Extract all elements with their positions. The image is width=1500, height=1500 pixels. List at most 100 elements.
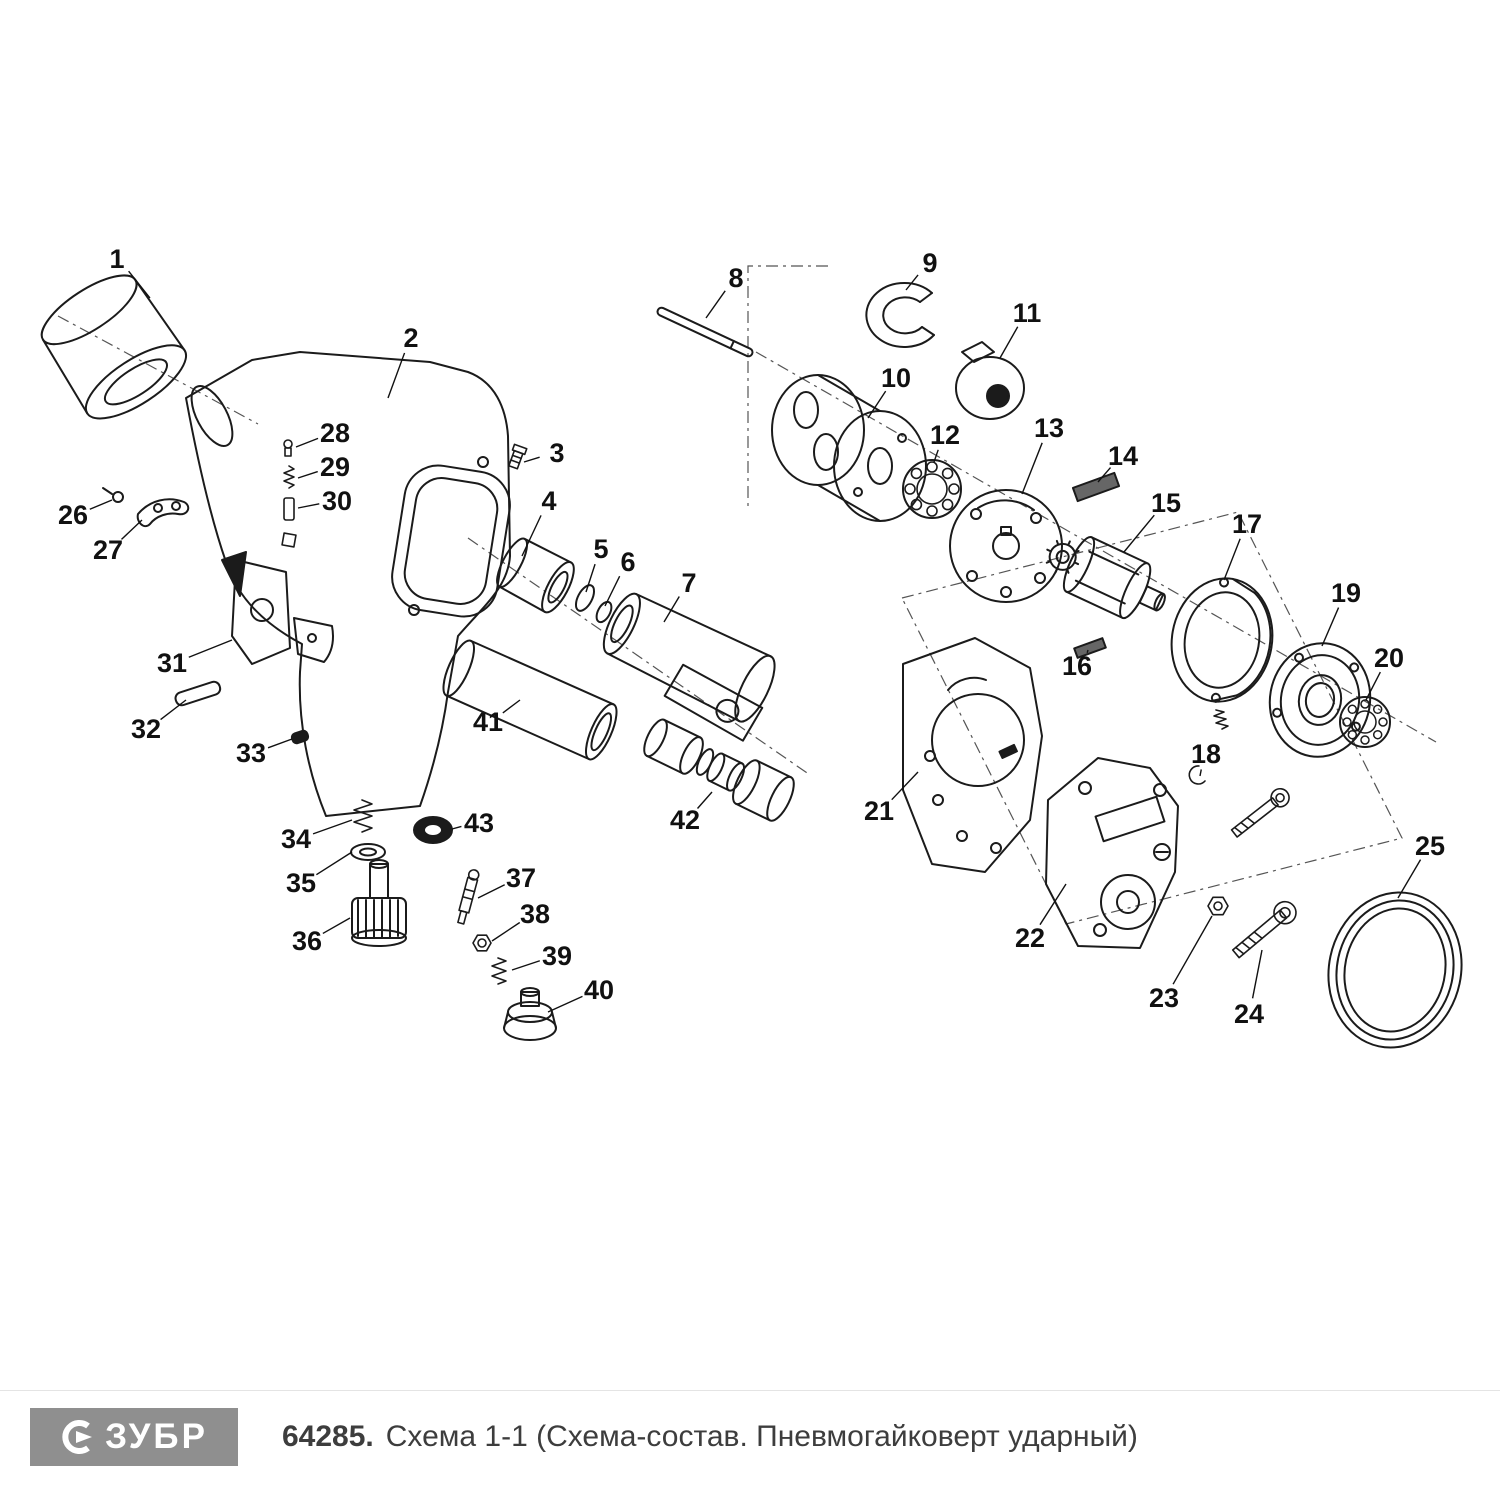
part-label-8: 8 [728, 263, 743, 293]
part-vane-16 [1073, 637, 1107, 659]
part-label-3: 3 [549, 438, 564, 468]
part-label-24: 24 [1234, 999, 1264, 1029]
part-leader-30 [297, 503, 320, 509]
part-leader-27 [121, 519, 143, 540]
part-leader-35 [316, 851, 353, 876]
part-label-18: 18 [1191, 739, 1221, 769]
part-leader-5 [585, 563, 596, 593]
part-leader-4 [521, 515, 542, 557]
part-cam-11 [955, 341, 1025, 420]
part-ring-6 [595, 600, 613, 624]
part-ring-25 [1327, 891, 1463, 1049]
part-screw-3 [508, 443, 528, 470]
part-leader-16 [1086, 649, 1089, 654]
part-leader-18 [1199, 769, 1202, 777]
part-washer-35 [350, 843, 386, 861]
part-end-plate [949, 489, 1063, 603]
part-label-26: 26 [58, 500, 88, 530]
part-label-36: 36 [292, 926, 322, 956]
part-label-5: 5 [593, 534, 608, 564]
part-gasket-21 [902, 637, 1043, 873]
part-hammer-frame [771, 374, 927, 522]
part-nut-23 [1207, 896, 1229, 916]
part-label-14: 14 [1108, 441, 1138, 471]
part-leader-3 [523, 456, 540, 463]
exploded-diagram: 1234567891011121314151617181920212223242… [40, 244, 1463, 1049]
part-leader-24 [1251, 949, 1263, 999]
part-label-7: 7 [681, 568, 696, 598]
part-leader-36 [322, 917, 351, 935]
scheme-title: Схема 1-1 (Схема-состав. Пневмогайковерт… [385, 1419, 1138, 1453]
part-bushing-4 [496, 537, 575, 614]
part-cylinder-17 [1170, 577, 1274, 703]
part-label-2: 2 [403, 323, 418, 353]
part-label-11: 11 [1013, 298, 1042, 328]
part-reverse-lever [221, 551, 291, 665]
part-label-6: 6 [620, 547, 635, 577]
part-label-33: 33 [236, 738, 266, 768]
part-stem-37 [457, 869, 480, 925]
part-label-20: 20 [1374, 643, 1404, 673]
scheme-caption: 64285. Схема 1-1 (Схема-состав. Пневмогай… [282, 1420, 1138, 1454]
part-leader-22 [1039, 883, 1067, 926]
part-leader-40 [547, 995, 583, 1013]
part-label-28: 28 [320, 418, 350, 448]
part-leader-34 [312, 819, 353, 835]
zubr-logo-icon [62, 1419, 93, 1454]
scheme-number: 64285. [282, 1419, 374, 1453]
part-leader-43 [451, 825, 462, 830]
part-label-22: 22 [1015, 923, 1045, 953]
part-spring-39 [491, 957, 507, 985]
part-label-17: 17 [1232, 509, 1262, 539]
zubr-logo-text: ЗУБР [105, 1416, 208, 1456]
part-label-30: 30 [322, 486, 352, 516]
part-leader-8 [705, 290, 726, 319]
part-leader-41 [502, 699, 521, 714]
part-leader-20 [1365, 671, 1381, 701]
part-leader-37 [477, 884, 505, 899]
part-leader-42 [696, 791, 713, 809]
part-label-42: 42 [670, 805, 700, 835]
part-label-32: 32 [131, 714, 161, 744]
part-collar-9 [865, 281, 935, 348]
part-hammer-case [602, 592, 776, 742]
part-leader-23 [1172, 915, 1213, 985]
part-leader-31 [188, 639, 233, 658]
part-ring-5 [574, 584, 596, 612]
part-spring-34 [353, 799, 373, 833]
part-leader-17 [1223, 538, 1241, 581]
part-flange-19 [1268, 642, 1372, 758]
part-label-25: 25 [1415, 831, 1445, 861]
part-tube-41 [442, 639, 618, 761]
part-label-13: 13 [1034, 413, 1064, 443]
part-leader-28 [295, 437, 319, 448]
part-leader-10 [867, 390, 887, 419]
part-label-41: 41 [473, 707, 503, 737]
part-leader-33 [267, 738, 293, 749]
part-label-27: 27 [93, 535, 123, 565]
footer-bar: ЗУБР 64285. Схема 1-1 (Схема-состав. Пнев… [0, 1390, 1500, 1482]
part-anvil-42 [643, 718, 795, 822]
part-leader-32 [160, 699, 187, 721]
part-leader-29 [297, 470, 318, 479]
part-leader-19 [1321, 607, 1340, 647]
part-nut-38 [472, 934, 492, 952]
part-leader-21 [891, 771, 919, 801]
part-label-4: 4 [541, 486, 556, 516]
part-label-21: 21 [864, 796, 894, 826]
part-inlet-36 [351, 859, 407, 947]
part-label-34: 34 [281, 824, 311, 854]
zubr-logo: ЗУБР [30, 1407, 238, 1466]
part-retainer-18 [1188, 709, 1290, 838]
part-leader-26 [89, 499, 113, 510]
part-detent-set [281, 439, 297, 548]
part-socket [40, 274, 188, 420]
part-leader-6 [604, 575, 621, 607]
axis-lines [57, 265, 1437, 925]
part-pin-26 [102, 487, 124, 503]
part-pin-32 [174, 680, 222, 707]
part-label-10: 10 [881, 363, 911, 393]
part-pin-33 [290, 729, 310, 745]
